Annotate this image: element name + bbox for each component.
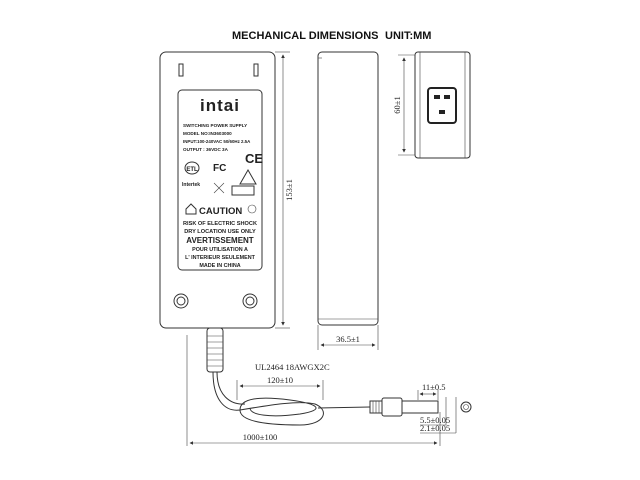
label-line: MODEL NO:IN3603000 — [183, 131, 232, 136]
label-line: INPUT:100-240VAC 50/60Hz 2.5A — [183, 139, 251, 144]
label-line: OUTPUT : 36VDC 3A — [183, 147, 229, 152]
fcc-mark: FC — [213, 163, 226, 174]
etl-text: ETL — [186, 167, 198, 173]
brand-logo: intai — [200, 96, 240, 115]
cable-length-dimension: 1000±100 — [186, 335, 441, 446]
warning-line: RISK OF ELECTRIC SHOCK — [183, 221, 257, 227]
svg-text:5.5±0.05: 5.5±0.05 — [420, 415, 450, 425]
coil-dimension: 120±10 — [236, 375, 324, 400]
svg-text:120±10: 120±10 — [267, 375, 293, 385]
thickness-dimension: 36.5±1 — [336, 334, 360, 344]
label-line: SWITCHING POWER SUPPLY — [183, 123, 247, 128]
width-dimension: 60±1 — [392, 96, 402, 113]
plug-end-view-icon — [460, 401, 472, 413]
home-icon — [185, 203, 197, 215]
origin-text: MADE IN CHINA — [199, 263, 240, 269]
end-view: 60±1 — [392, 51, 471, 159]
intertek-mark: Intertek — [182, 182, 200, 188]
cable-spec: UL2464 18AWGX2C — [255, 362, 330, 372]
warning-line: DRY LOCATION USE ONLY — [184, 229, 256, 235]
french-line: POUR UTILISATION A — [192, 247, 248, 253]
caution-text: CAUTION — [199, 206, 242, 217]
safety-symbols-icon — [231, 185, 255, 196]
drawing-title: MECHANICAL DIMENSIONS — [232, 30, 378, 42]
svg-text:153±1: 153±1 — [284, 179, 294, 201]
avertissement-text: AVERTISSEMENT — [186, 236, 254, 245]
cable — [206, 327, 472, 426]
plug-dimensions: 11±0.5 5.5±0.05 2.1±0.05 — [417, 382, 457, 434]
indoor-use-icon — [247, 204, 257, 214]
ce-mark: CE — [245, 151, 263, 166]
front-view: intai SWITCHING POWER SUPPLY MODEL NO:IN… — [159, 51, 276, 329]
ac-inlet-icon — [427, 87, 457, 124]
svg-text:11±0.5: 11±0.5 — [422, 382, 445, 392]
length-dimension: 153±1 — [275, 51, 294, 329]
weee-bin-icon — [213, 182, 225, 194]
side-view: 36.5±1 — [317, 51, 379, 350]
product-label: intai SWITCHING POWER SUPPLY MODEL NO:IN… — [177, 89, 263, 271]
etl-mark — [184, 161, 200, 175]
rcm-mark-icon — [239, 168, 257, 185]
svg-text:1000±100: 1000±100 — [243, 432, 277, 442]
svg-text:2.1±0.05: 2.1±0.05 — [420, 423, 450, 433]
french-line: L' INTERIEUR SEULEMENT — [185, 255, 256, 261]
unit-label: UNIT:MM — [385, 30, 431, 42]
